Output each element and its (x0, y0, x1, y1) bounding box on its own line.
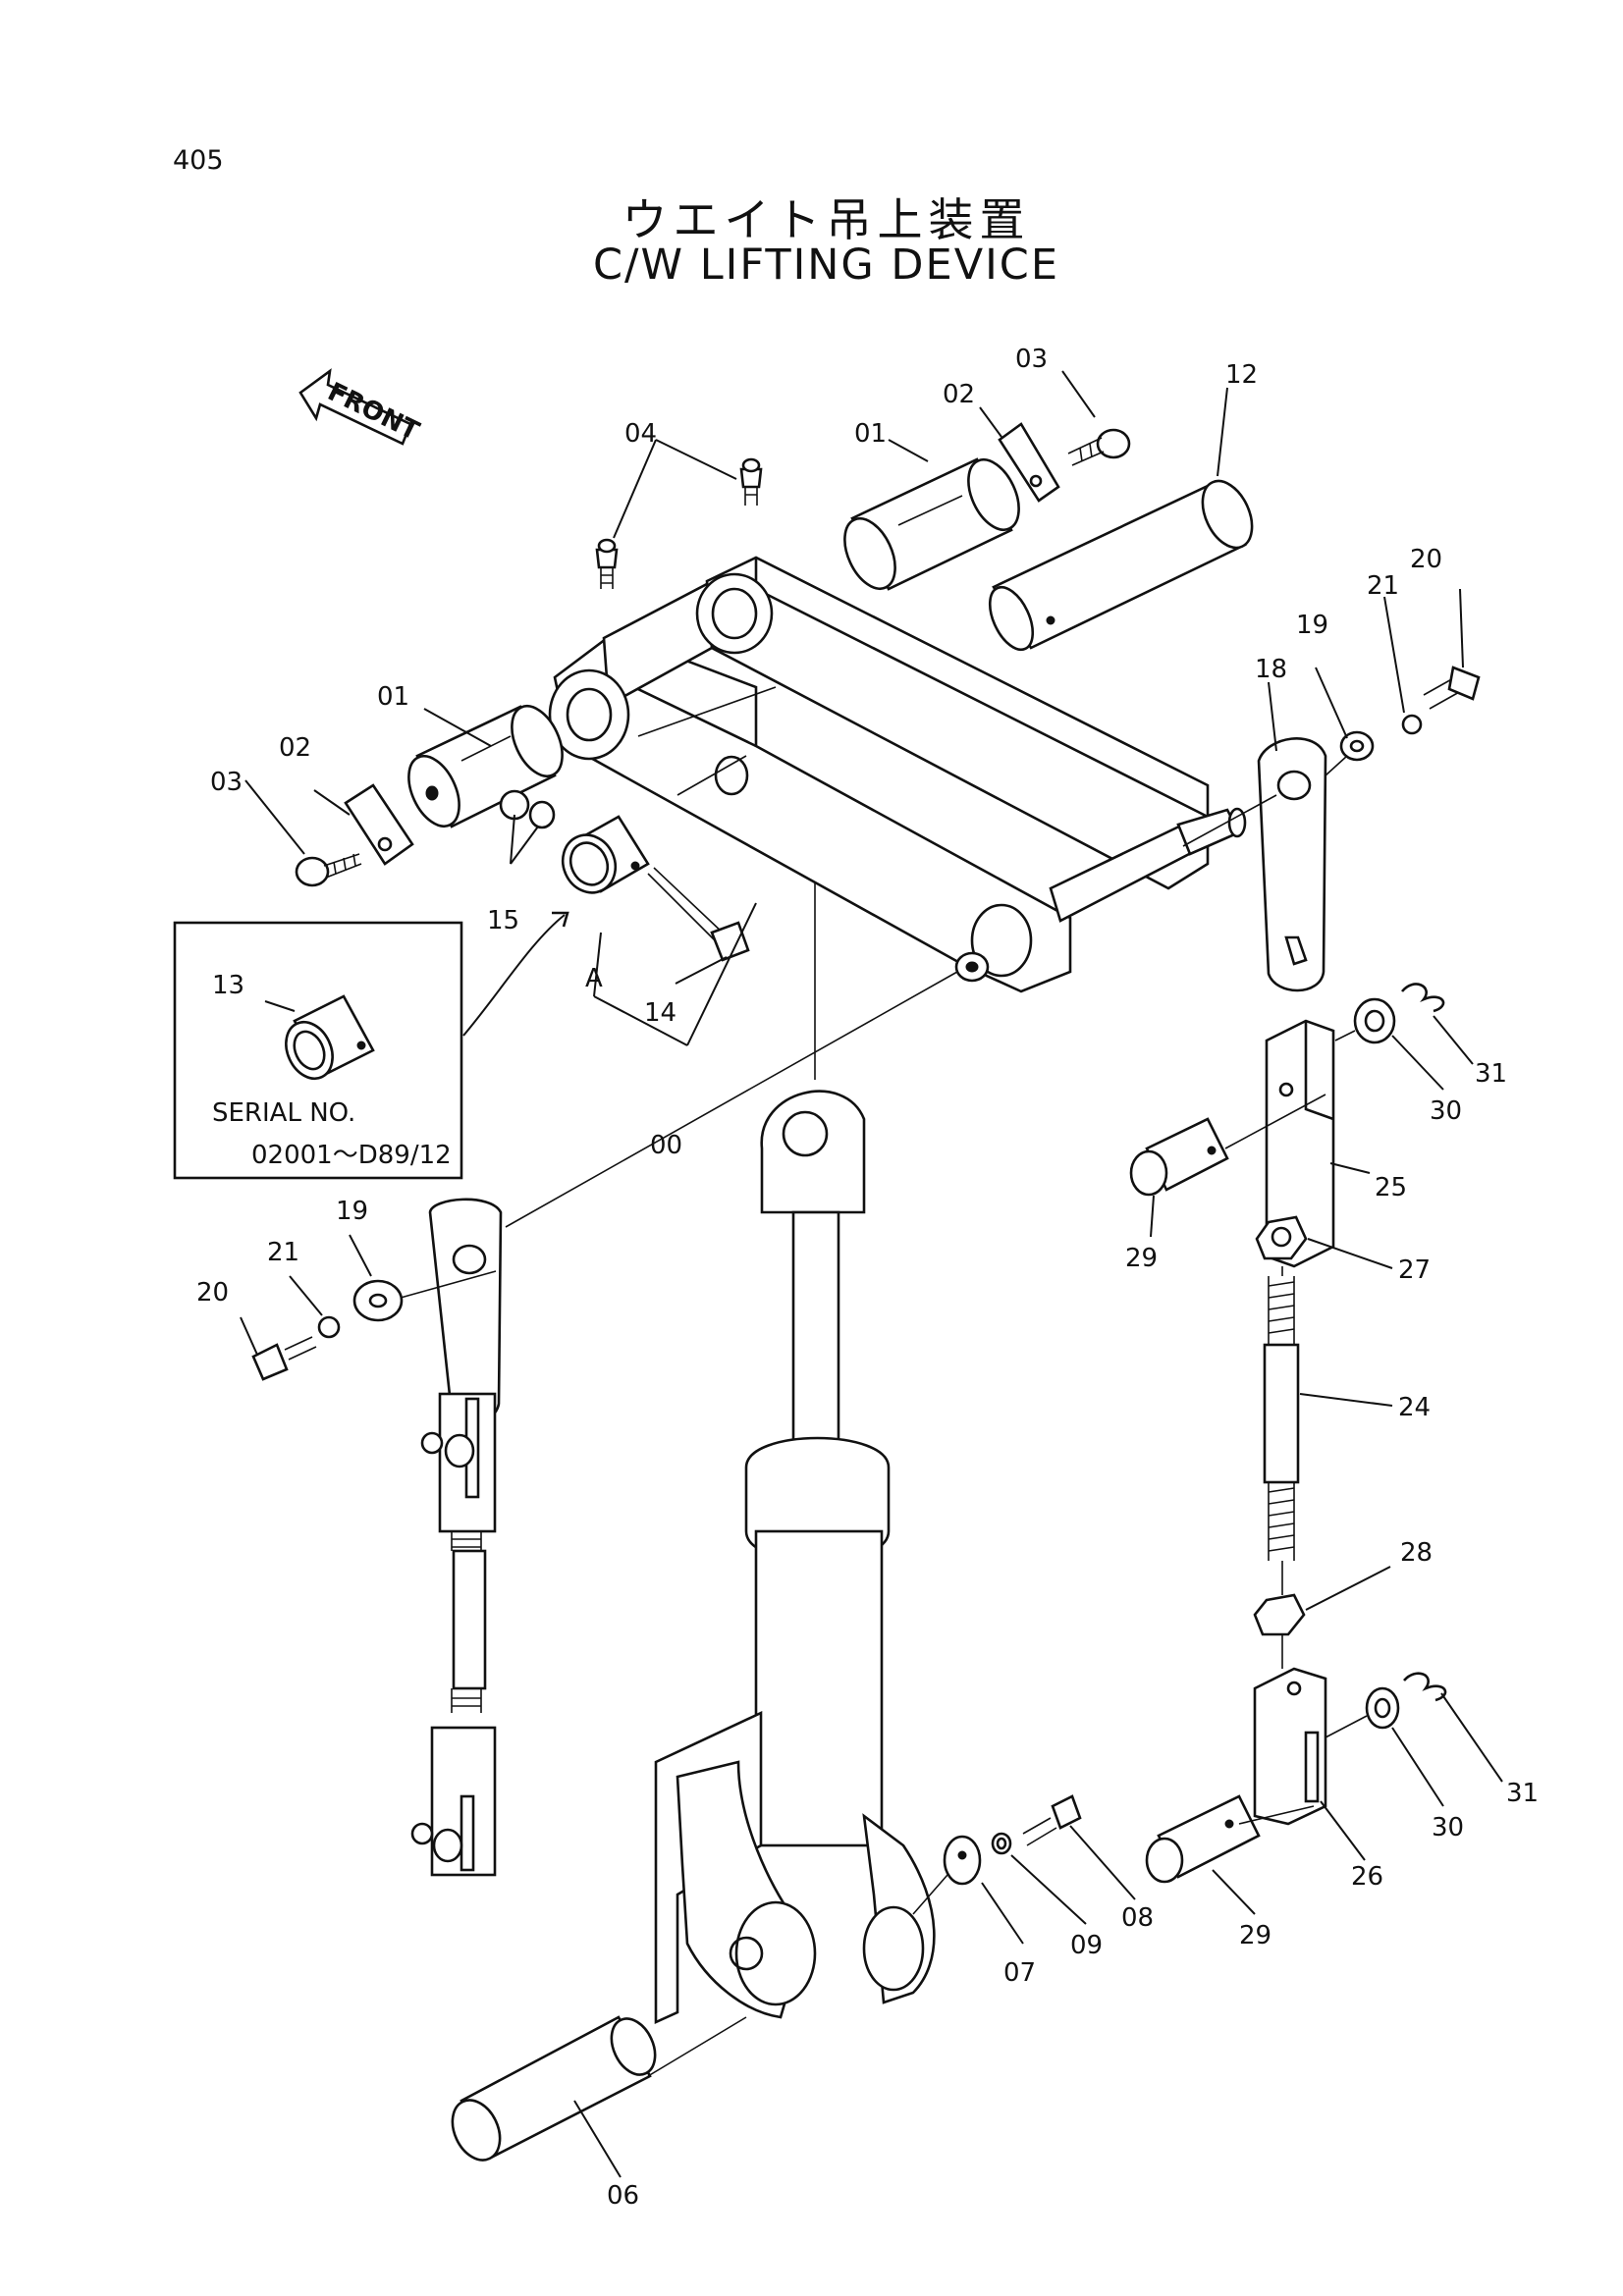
callout-31: 31 (1475, 1059, 1507, 1089)
callout-03: 03 (1015, 345, 1048, 374)
callout-07: 07 (1003, 1958, 1036, 1988)
page-number: 405 (173, 145, 224, 176)
pin-01 (407, 457, 1020, 828)
assembly-lines (400, 686, 1368, 2077)
callout-15: 15 (487, 906, 519, 935)
left-turnbuckle (410, 1392, 497, 1877)
callout-30: 30 (1430, 1096, 1462, 1126)
left-link (251, 1198, 503, 1426)
callout-19: 19 (1296, 611, 1328, 640)
callout-29: 29 (1239, 1921, 1271, 1950)
link-plate (1257, 666, 1481, 992)
callout-12: 12 (1225, 360, 1258, 390)
callout-08: 08 (1121, 1903, 1154, 1933)
serial-label: SERIAL NO. (212, 1098, 355, 1128)
callout-30: 30 (1432, 1813, 1464, 1842)
serial-inset (173, 911, 569, 1180)
callout-21: 21 (267, 1238, 299, 1267)
clevis-26 (1145, 1667, 1447, 1884)
lift-cylinder (654, 1090, 936, 2025)
pin-12 (988, 479, 1254, 652)
leader-lines (240, 370, 1503, 2178)
grease-fitting (595, 457, 763, 589)
callout-03: 03 (210, 768, 243, 797)
lifting-frame (548, 556, 1247, 993)
callout-09: 09 (1070, 1931, 1103, 1960)
pin-06 (451, 2015, 657, 2162)
callout-02: 02 (279, 733, 311, 763)
callout-13: 13 (212, 971, 244, 1000)
callout-02: 02 (943, 380, 975, 409)
callout-20: 20 (1410, 545, 1442, 574)
title-english: C/W LIFTING DEVICE (593, 240, 1059, 290)
callout-26: 26 (1351, 1862, 1383, 1892)
callout-29: 29 (1125, 1244, 1158, 1273)
callout-25: 25 (1375, 1173, 1407, 1202)
adjusting-rod (1253, 1215, 1308, 1636)
bolt (295, 428, 1131, 887)
front-arrow-icon: FRONT (298, 368, 424, 447)
washer-bolt-set (943, 1794, 1082, 1886)
callout-04: 04 (624, 419, 657, 449)
lock-plate (344, 422, 1060, 866)
callout-19: 19 (336, 1197, 368, 1226)
collar (499, 789, 750, 962)
title-japanese: ウエイト吊上装置 (622, 193, 1031, 246)
callout-24: 24 (1398, 1393, 1431, 1422)
callout-06: 06 (607, 2181, 639, 2211)
group-label-a: A (585, 964, 603, 993)
callout-20: 20 (196, 1278, 229, 1308)
callout-00: 00 (650, 1131, 682, 1160)
callout-21: 21 (1367, 571, 1399, 601)
callout-31: 31 (1506, 1779, 1539, 1808)
serial-range: 02001～D89/12 (251, 1141, 452, 1170)
callout-18: 18 (1255, 655, 1287, 684)
callout-01: 01 (854, 419, 887, 449)
callout-28: 28 (1400, 1538, 1433, 1568)
callout-01: 01 (377, 682, 409, 712)
callout-labels: 04 01 02 03 12 01 02 03 15 A 14 00 13 SE… (196, 345, 1539, 2211)
callout-27: 27 (1398, 1255, 1431, 1285)
callout-14: 14 (644, 998, 676, 1028)
